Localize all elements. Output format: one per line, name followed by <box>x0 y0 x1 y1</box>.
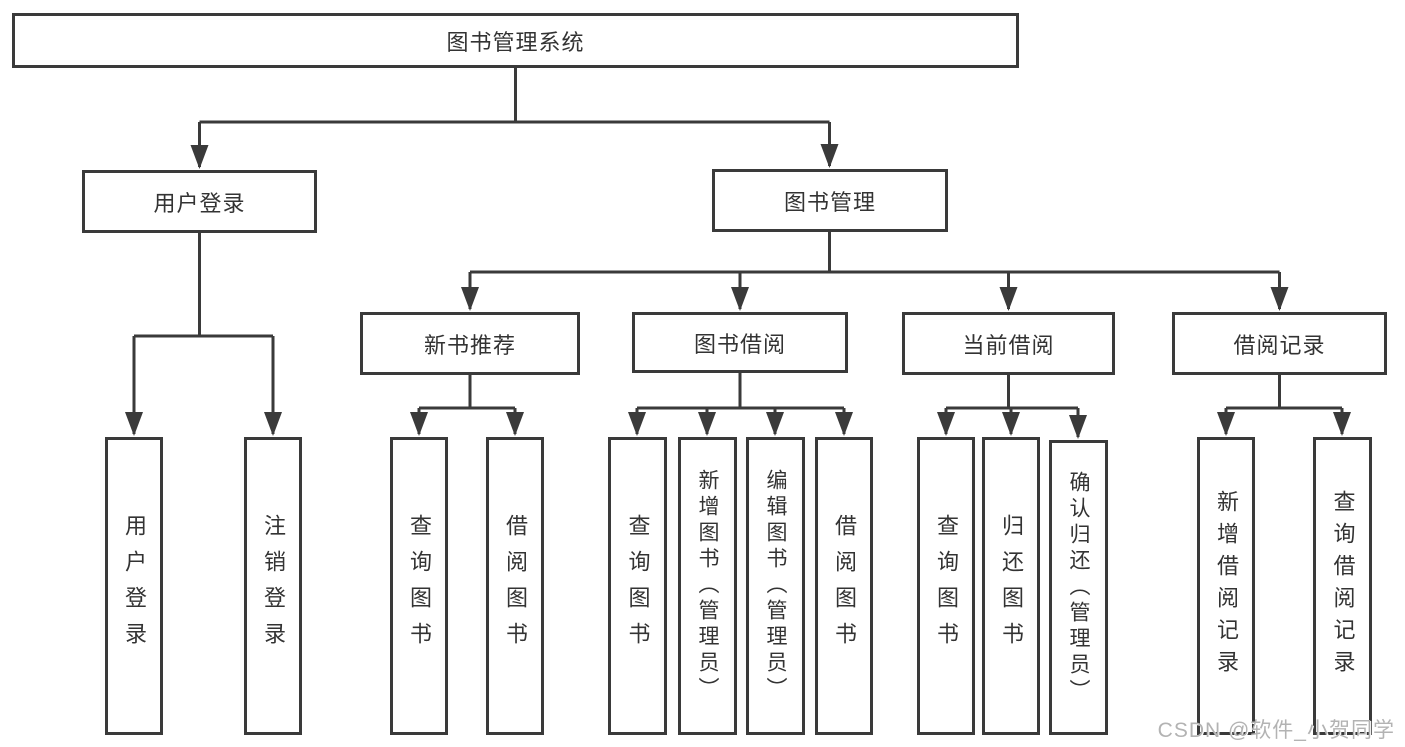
node-user-login: 用户登录 <box>82 170 317 233</box>
csdn-watermark: CSDN @软件_小贺同学 <box>1157 719 1395 742</box>
leaf-borrow-books-1: 借阅图书 <box>486 437 544 735</box>
leaf-borrow-books-2: 借阅图书 <box>815 437 873 735</box>
leaf-query-books-1: 查询图书 <box>390 437 448 735</box>
leaf-query-books-2: 查询图书 <box>608 437 667 735</box>
node-root: 图书管理系统 <box>12 13 1019 68</box>
node-book-management: 图书管理 <box>712 169 948 232</box>
node-borrowing-records: 借阅记录 <box>1172 312 1387 375</box>
leaf-add-borrow-record: 新增借阅记录 <box>1197 437 1255 735</box>
node-book-borrowing: 图书借阅 <box>632 312 848 373</box>
leaf-query-borrow-record: 查询借阅记录 <box>1313 437 1372 735</box>
node-new-book-recommendation: 新书推荐 <box>360 312 580 375</box>
leaf-logout: 注销登录 <box>244 437 302 735</box>
leaf-query-books-3: 查询图书 <box>917 437 975 735</box>
leaf-confirm-return-admin: 确认归还（管理员） <box>1049 440 1108 735</box>
leaf-edit-books-admin: 编辑图书（管理员） <box>746 437 805 735</box>
leaf-user-login: 用户登录 <box>105 437 163 735</box>
node-current-borrowing: 当前借阅 <box>902 312 1115 375</box>
leaf-return-books: 归还图书 <box>982 437 1040 735</box>
leaf-add-books-admin: 新增图书（管理员） <box>678 437 737 735</box>
